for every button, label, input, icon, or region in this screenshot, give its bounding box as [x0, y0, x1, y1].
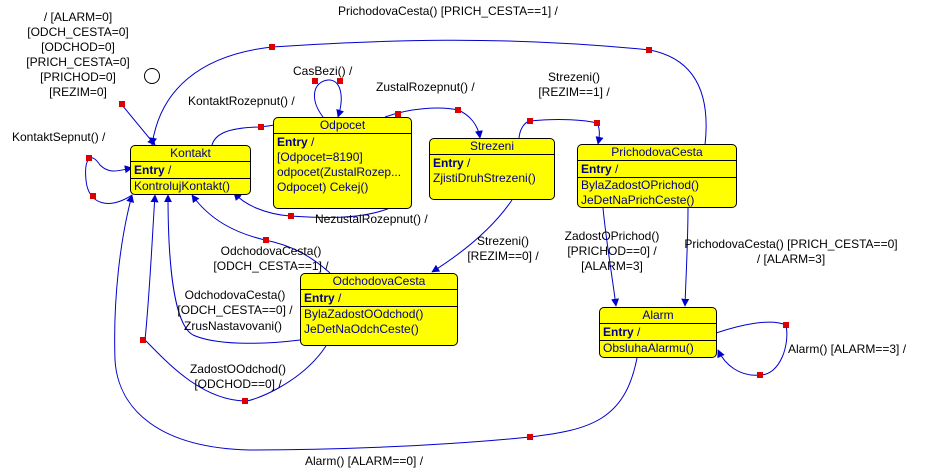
- edge-prichodova-0: [681, 207, 690, 307]
- state-title: PrichodovaCesta: [578, 145, 736, 161]
- label-zustal-rozepnut[interactable]: ZustalRozepnut() /: [376, 80, 475, 94]
- label-cas-bezi[interactable]: CasBezi() /: [293, 64, 353, 78]
- label-odchodova-1[interactable]: OdchodovaCesta() [ODCH_CESTA==1] /: [213, 244, 329, 273]
- handle-group: [86, 44, 789, 440]
- edge-alarm-0: [114, 194, 638, 451]
- action-line: Odpocet) Cekej(): [277, 180, 369, 194]
- state-title: Odpocet: [274, 118, 411, 134]
- edge-strezeni-rezim0: [431, 199, 513, 273]
- label-kontakt-sepnut[interactable]: KontaktSepnut() /: [12, 130, 106, 144]
- label-zrus-nastavovani[interactable]: ZrusNastavovani(): [184, 319, 283, 333]
- action-line: JeDetNaOdchCeste(): [304, 322, 419, 336]
- action-line: ObsluhaAlarmu(): [603, 341, 694, 355]
- state-title: OdchodovaCesta: [301, 274, 457, 290]
- label-kontakt-rozepnut[interactable]: KontaktRozepnut() /: [188, 94, 295, 108]
- entry-label: Entry: [304, 291, 335, 305]
- edge-zadost-odchod: [144, 194, 327, 402]
- state-kontakt[interactable]: Kontakt Entry / KontrolujKontakt(): [130, 145, 251, 195]
- initial-state-marker[interactable]: [144, 68, 160, 84]
- label-prichodova-top[interactable]: PrichodovaCesta() [PRICH_CESTA==1] /: [338, 4, 558, 18]
- edge-strezeni-rezim1: [518, 119, 604, 145]
- state-title: Kontakt: [131, 146, 250, 162]
- state-strezeni[interactable]: Strezeni Entry / ZjistiDruhStrezeni(): [429, 138, 555, 200]
- entry-label: Entry: [433, 156, 464, 170]
- edge-prichodova-top: [149, 39, 707, 146]
- label-zadost-odchod[interactable]: ZadostOOdchod() [ODCHOD==0] /: [189, 362, 287, 391]
- state-alarm[interactable]: Alarm Entry / ObsluhaAlarmu(): [599, 307, 717, 358]
- action-line: ZjistiDruhStrezeni(): [433, 171, 536, 185]
- entry-label: Entry: [581, 162, 612, 176]
- state-prichodova-cesta[interactable]: PrichodovaCesta Entry / BylaZadostOPrich…: [577, 144, 737, 208]
- label-odchodova-0[interactable]: OdchodovaCesta() [ODCH_CESTA==0] /: [177, 288, 293, 317]
- edge-initial: [121, 104, 156, 146]
- entry-label: Entry: [134, 163, 165, 177]
- label-initial[interactable]: / [ALARM=0] [ODCH_CESTA=0] [ODCHOD=0] [P…: [26, 10, 130, 99]
- action-line: KontrolujKontakt(): [134, 179, 231, 193]
- entry-label: Entry: [603, 325, 634, 339]
- label-nezustal-rozepnut[interactable]: NezustalRozepnut() /: [315, 212, 428, 226]
- edge-odchodova-0: [164, 194, 301, 344]
- action-line: BylaZadostOOdchod(): [304, 307, 424, 321]
- label-strezeni-rezim0[interactable]: Strezeni() [REZIM==0] /: [467, 234, 539, 263]
- label-zadost-prichod[interactable]: ZadostOPrichod() [PRICHOD==0] / [ALARM=3…: [564, 229, 660, 273]
- label-prichodova-0[interactable]: PrichodovaCesta() [PRICH_CESTA==0] / [AL…: [684, 237, 898, 266]
- action-line: BylaZadostOPrichod(): [581, 178, 700, 192]
- edge-zadost-prichod: [602, 207, 620, 307]
- action-line: [Odpocet=8190]: [277, 150, 363, 164]
- state-odpocet[interactable]: Odpocet Entry / [Odpocet=8190] odpocet(Z…: [273, 117, 412, 209]
- edge-nezustal: [233, 192, 391, 219]
- label-strezeni-rezim1[interactable]: Strezeni() [REZIM==1] /: [538, 70, 610, 99]
- state-odchodova-cesta[interactable]: OdchodovaCesta Entry / BylaZadostOOdchod…: [300, 273, 458, 346]
- label-alarm-3[interactable]: Alarm() [ALARM==3] /: [788, 342, 907, 356]
- label-alarm-0[interactable]: Alarm() [ALARM==0] /: [305, 454, 424, 468]
- state-title: Strezeni: [430, 139, 554, 155]
- state-title: Alarm: [600, 308, 716, 324]
- edge-alarm-self: [715, 321, 788, 376]
- edge-cas-bezi: [314, 79, 344, 118]
- action-line: odpocet(ZustalRozep...: [277, 165, 402, 179]
- action-line: JeDetNaPrichCeste(): [581, 193, 695, 207]
- entry-label: Entry: [277, 135, 308, 149]
